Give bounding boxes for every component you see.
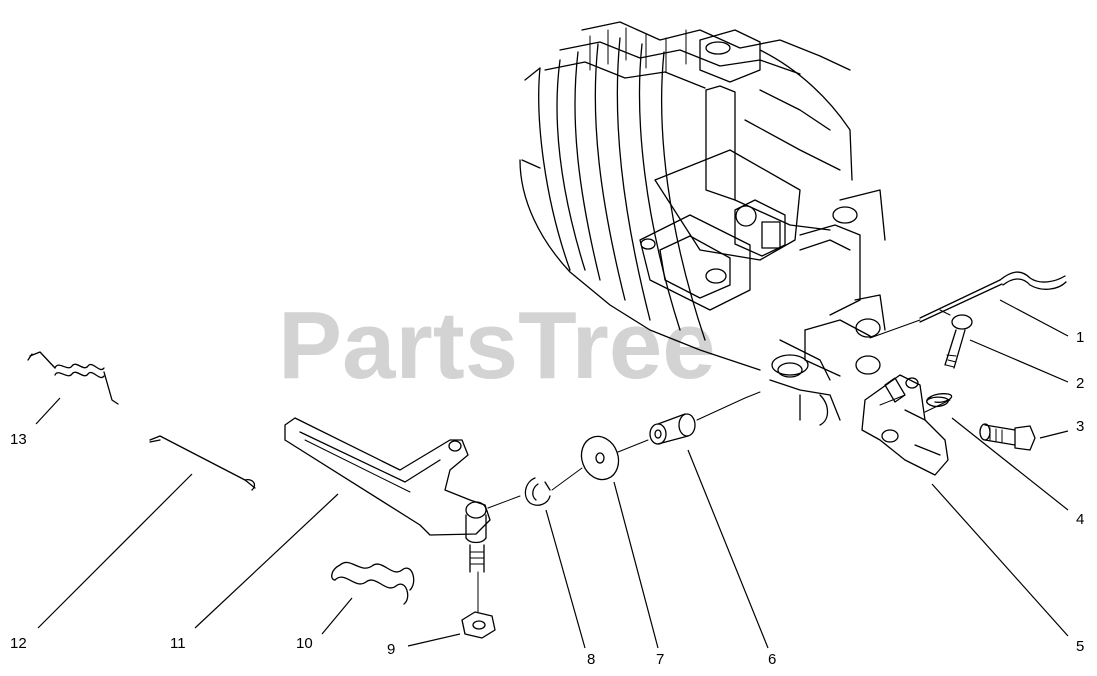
callout-6: 6 <box>768 651 776 668</box>
callout-7: 7 <box>656 651 664 668</box>
leader-line-13 <box>35 397 61 425</box>
leader-line-5 <box>931 483 1069 637</box>
governor-link <box>149 435 256 491</box>
bolt <box>979 423 1036 451</box>
callout-13: 13 <box>10 431 27 448</box>
governor-lever <box>284 417 491 613</box>
leader-line-4 <box>951 417 1069 511</box>
callout-2: 2 <box>1076 375 1084 392</box>
callout-11: 11 <box>170 635 186 652</box>
leader-line-6 <box>687 449 769 649</box>
leader-line-9 <box>407 633 461 647</box>
washer <box>580 435 649 481</box>
callout-10: 10 <box>296 635 313 652</box>
callout-12: 12 <box>10 635 27 652</box>
leader-line-3 <box>1039 430 1069 439</box>
callout-1: 1 <box>1076 329 1084 346</box>
extension-spring <box>27 351 119 405</box>
compression-spring <box>331 561 415 605</box>
throttle-cable <box>869 271 1067 339</box>
e-ring <box>524 467 583 506</box>
leader-line-2 <box>969 339 1069 383</box>
leader-line-1 <box>999 299 1069 337</box>
leader-line-8 <box>545 509 586 649</box>
leader-line-10 <box>321 597 353 635</box>
callout-9: 9 <box>387 641 395 658</box>
leader-line-12 <box>37 473 193 629</box>
watermark-text: PartsTree <box>278 292 716 399</box>
callout-8: 8 <box>587 651 595 668</box>
screw <box>944 314 973 369</box>
callout-labels: 1 2 3 4 5 6 7 8 9 10 11 12 13 <box>10 329 1084 668</box>
callout-3: 3 <box>1076 418 1084 435</box>
leader-line-7 <box>613 481 659 649</box>
parts-artwork <box>27 21 1067 639</box>
control-bracket <box>861 374 949 476</box>
leader-lines <box>35 299 1069 649</box>
spacer <box>649 397 746 445</box>
callout-5: 5 <box>1076 638 1084 655</box>
callout-4: 4 <box>1076 511 1084 528</box>
leader-line-11 <box>194 493 339 629</box>
engine-block <box>519 21 886 426</box>
spring <box>924 393 953 413</box>
nut <box>461 611 496 639</box>
